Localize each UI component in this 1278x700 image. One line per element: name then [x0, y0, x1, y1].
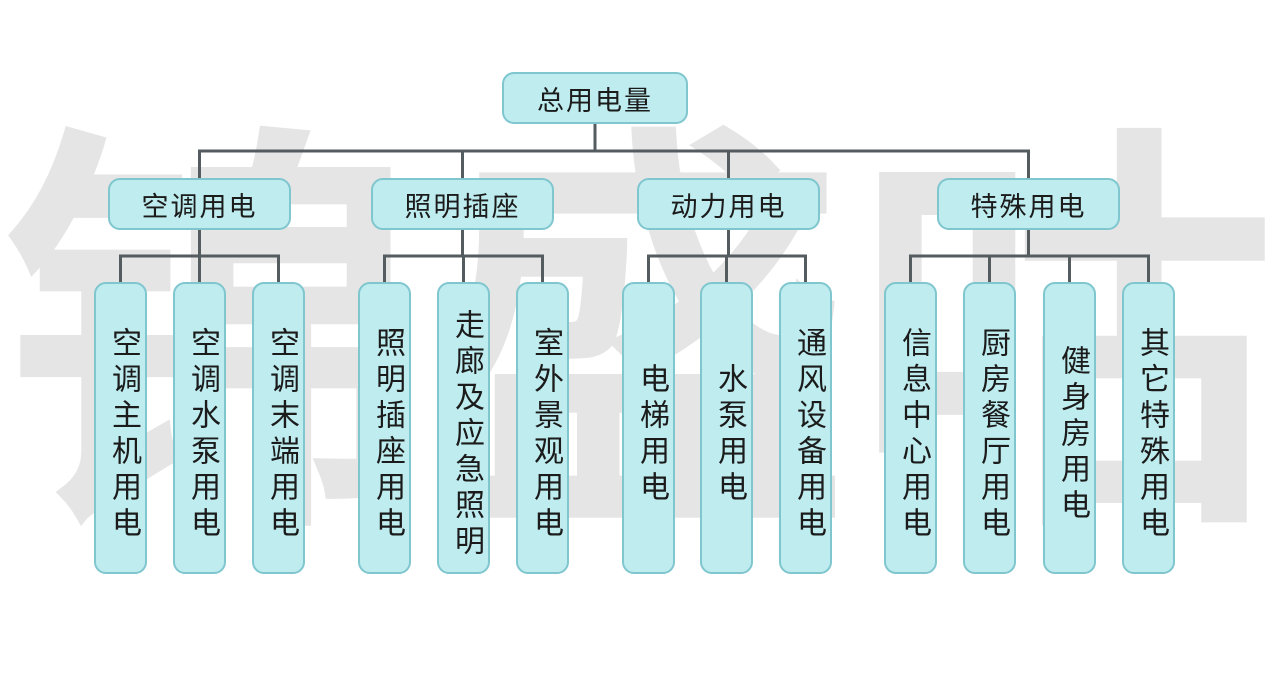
leaf-node-elevator: 电梯用电 [622, 282, 675, 574]
leaf-node-corridor-emergency: 走廊及应急照明 [437, 282, 490, 574]
category-node-special: 特殊用电 [937, 178, 1120, 230]
leaf-node-other-special: 其它特殊用电 [1122, 282, 1175, 574]
leaf-node-ac-terminal: 空调末端用电 [252, 282, 305, 574]
leaf-node-ac-chiller: 空调主机用电 [94, 282, 147, 574]
root-node-total-power: 总用电量 [502, 72, 688, 124]
leaf-node-info-center: 信息中心用电 [884, 282, 937, 574]
leaf-node-water-pump: 水泵用电 [700, 282, 753, 574]
category-node-ac: 空调用电 [108, 178, 291, 230]
leaf-node-kitchen: 厨房餐厅用电 [963, 282, 1016, 574]
leaf-node-ventilation: 通风设备用电 [779, 282, 832, 574]
leaf-node-gym: 健身房用电 [1043, 282, 1096, 574]
leaf-node-ac-pump: 空调水泵用电 [173, 282, 226, 574]
category-node-power: 动力用电 [637, 178, 820, 230]
category-node-lighting: 照明插座 [371, 178, 554, 230]
leaf-node-landscape: 室外景观用电 [516, 282, 569, 574]
leaf-node-lighting-socket: 照明插座用电 [358, 282, 411, 574]
